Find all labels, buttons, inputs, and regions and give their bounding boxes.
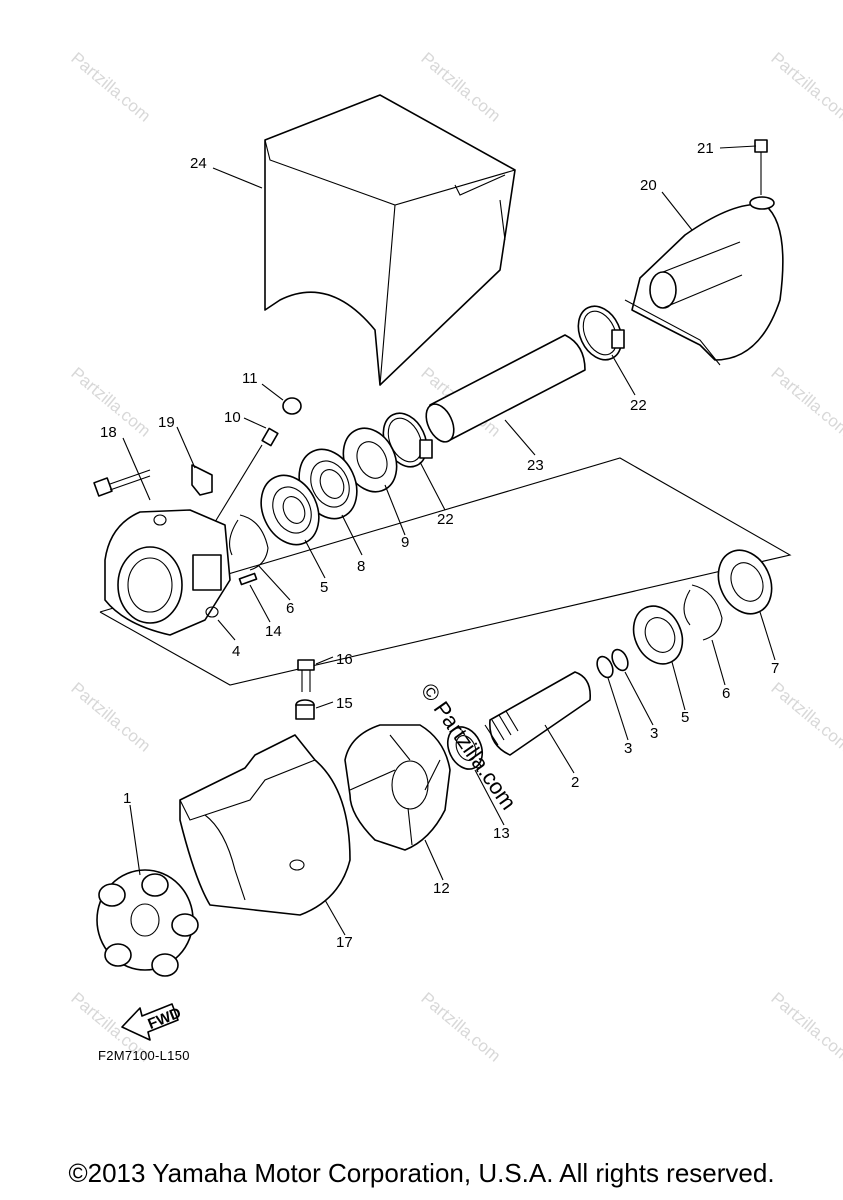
callout-15: 15 [336, 695, 353, 712]
callout-8: 8 [357, 558, 365, 575]
callout-13: 13 [493, 825, 510, 842]
watermark: Partzilla.com [767, 679, 843, 756]
part-5-bearing-upper [260, 474, 320, 546]
part-7-bearing [717, 549, 773, 615]
fwd-arrow-icon: FWD [121, 1003, 184, 1041]
callout-3: 3 [624, 740, 632, 757]
callout-labels: 24 21 20 22 23 11 10 19 18 22 9 8 5 6 14… [100, 140, 779, 951]
part-10-grease-nipple [214, 427, 279, 523]
leader-lines [122, 145, 776, 936]
callout-12: 12 [433, 880, 450, 897]
part-19-plate [191, 464, 213, 496]
callout-14: 14 [265, 623, 282, 640]
callout-4: 4 [232, 643, 240, 660]
part-12-impeller [344, 724, 451, 851]
assembly-outline [99, 457, 792, 686]
part-16-bolt [297, 659, 315, 692]
part-3-oring [596, 655, 614, 679]
part-14-pin [238, 572, 258, 586]
callout-19: 19 [158, 414, 175, 431]
part-3-oring [611, 648, 629, 672]
callout-22: 22 [630, 397, 647, 414]
callout-11: 11 [242, 370, 258, 387]
part-21-bolt [754, 139, 768, 195]
callout-21: 21 [697, 140, 714, 157]
part-24-cover [264, 94, 516, 386]
part-18-bolt [93, 469, 151, 497]
watermark: Partzilla.com [767, 364, 843, 441]
callout-5: 5 [681, 709, 689, 726]
watermark: Partzilla.com [417, 49, 504, 126]
callout-6: 6 [722, 685, 730, 702]
callout-6: 6 [286, 600, 294, 617]
part-13-washer [446, 726, 484, 770]
callout-16: 16 [336, 651, 353, 668]
callout-2: 2 [571, 774, 579, 791]
copyright-footer: ©2013 Yamaha Motor Corporation, U.S.A. A… [68, 1158, 775, 1188]
watermark: Partzilla.com [67, 679, 154, 756]
drawing-code: F2M7100-L150 [98, 1048, 190, 1063]
watermark: Partzilla.com [767, 989, 843, 1066]
part-4-housing [104, 509, 231, 636]
callout-24: 24 [190, 155, 207, 172]
part-1-damper [96, 869, 199, 977]
callout-17: 17 [336, 934, 353, 951]
callout-9: 9 [401, 534, 409, 551]
part-20-nozzle [624, 196, 784, 366]
watermark: Partzilla.com [417, 989, 504, 1066]
callout-1: 1 [123, 790, 131, 807]
callout-10: 10 [224, 409, 241, 426]
part-6-circlip-upper [229, 514, 269, 571]
part-15-collar [295, 699, 315, 720]
callout-3: 3 [650, 725, 658, 742]
part-23-hose [425, 334, 586, 443]
callout-5: 5 [320, 579, 328, 596]
part-6-circlip-lower [683, 584, 723, 641]
watermark: Partzilla.com [767, 49, 843, 126]
part-2-shaft [484, 671, 592, 756]
callout-22: 22 [437, 511, 454, 528]
fwd-label: FWD [146, 1004, 184, 1033]
part-11-cap [282, 397, 302, 415]
part-22-clamp-upper [577, 305, 625, 361]
part-17-pump-housing [179, 734, 351, 916]
part-5-bearing-lower [632, 605, 684, 665]
callout-23: 23 [527, 457, 544, 474]
watermark: Partzilla.com [67, 49, 154, 126]
callout-7: 7 [771, 660, 779, 677]
callout-18: 18 [100, 424, 117, 441]
callout-20: 20 [640, 177, 657, 194]
